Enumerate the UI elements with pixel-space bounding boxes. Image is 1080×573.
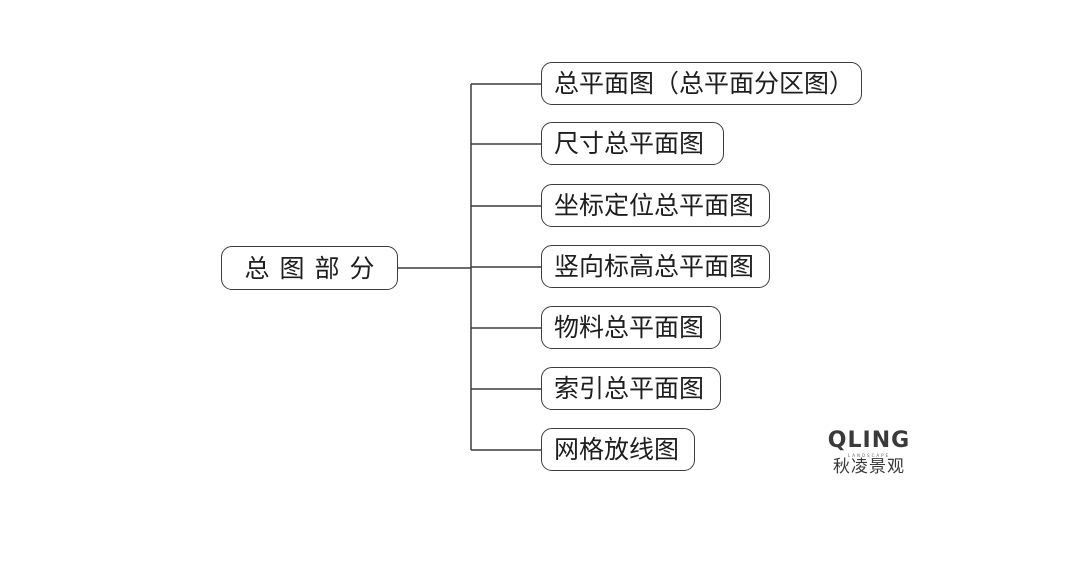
child-node-coordinate-plan: 坐标定位总平面图 bbox=[541, 184, 770, 227]
logo-wordmark: QLING bbox=[827, 428, 911, 453]
child-node-index-plan: 索引总平面图 bbox=[541, 367, 721, 410]
child-node-site-plan: 总平面图（总平面分区图） bbox=[541, 62, 862, 105]
child-node-elevation-plan: 竖向标高总平面图 bbox=[541, 245, 770, 288]
logo-chinese-name: 秋凌景观 bbox=[833, 457, 905, 477]
logo-subtitle: LANDSCAPE bbox=[847, 453, 891, 458]
child-node-dimension-plan: 尺寸总平面图 bbox=[541, 122, 724, 165]
brand-logo: QLING LANDSCAPE 秋凌景观 bbox=[826, 430, 912, 476]
root-node: 总图部分 bbox=[221, 246, 398, 290]
child-node-material-plan: 物料总平面图 bbox=[541, 306, 721, 349]
child-node-grid-layout: 网格放线图 bbox=[541, 428, 695, 471]
